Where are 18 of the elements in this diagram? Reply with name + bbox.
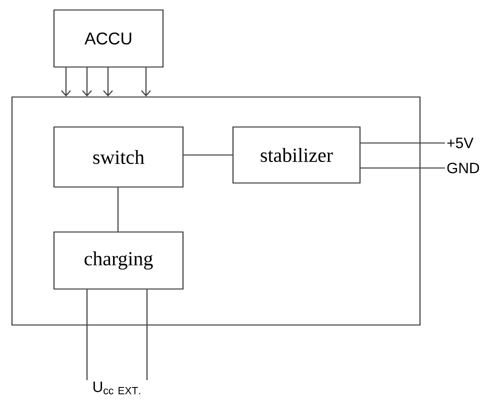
arrow [61,68,71,96]
arrow [103,68,113,96]
arrow [141,68,151,96]
device-box [11,96,421,326]
block-box: charging [53,231,184,290]
connector-line [360,142,445,144]
block-box: switch [53,126,184,188]
terminal-label: GND [447,162,480,174]
connector-line [146,290,148,380]
connector-line [360,167,445,169]
terminal-label: $\mathsf{U}_{\mathsf{cc\ EXT.}}$ [94,382,140,394]
arrow [82,68,92,96]
terminal-label: +5V [447,138,474,148]
connector-line [184,154,232,156]
block-box: stabilizer [232,126,361,184]
connector-line [117,188,119,232]
battery-box: ACCU [53,9,164,68]
connector-line [86,290,88,380]
